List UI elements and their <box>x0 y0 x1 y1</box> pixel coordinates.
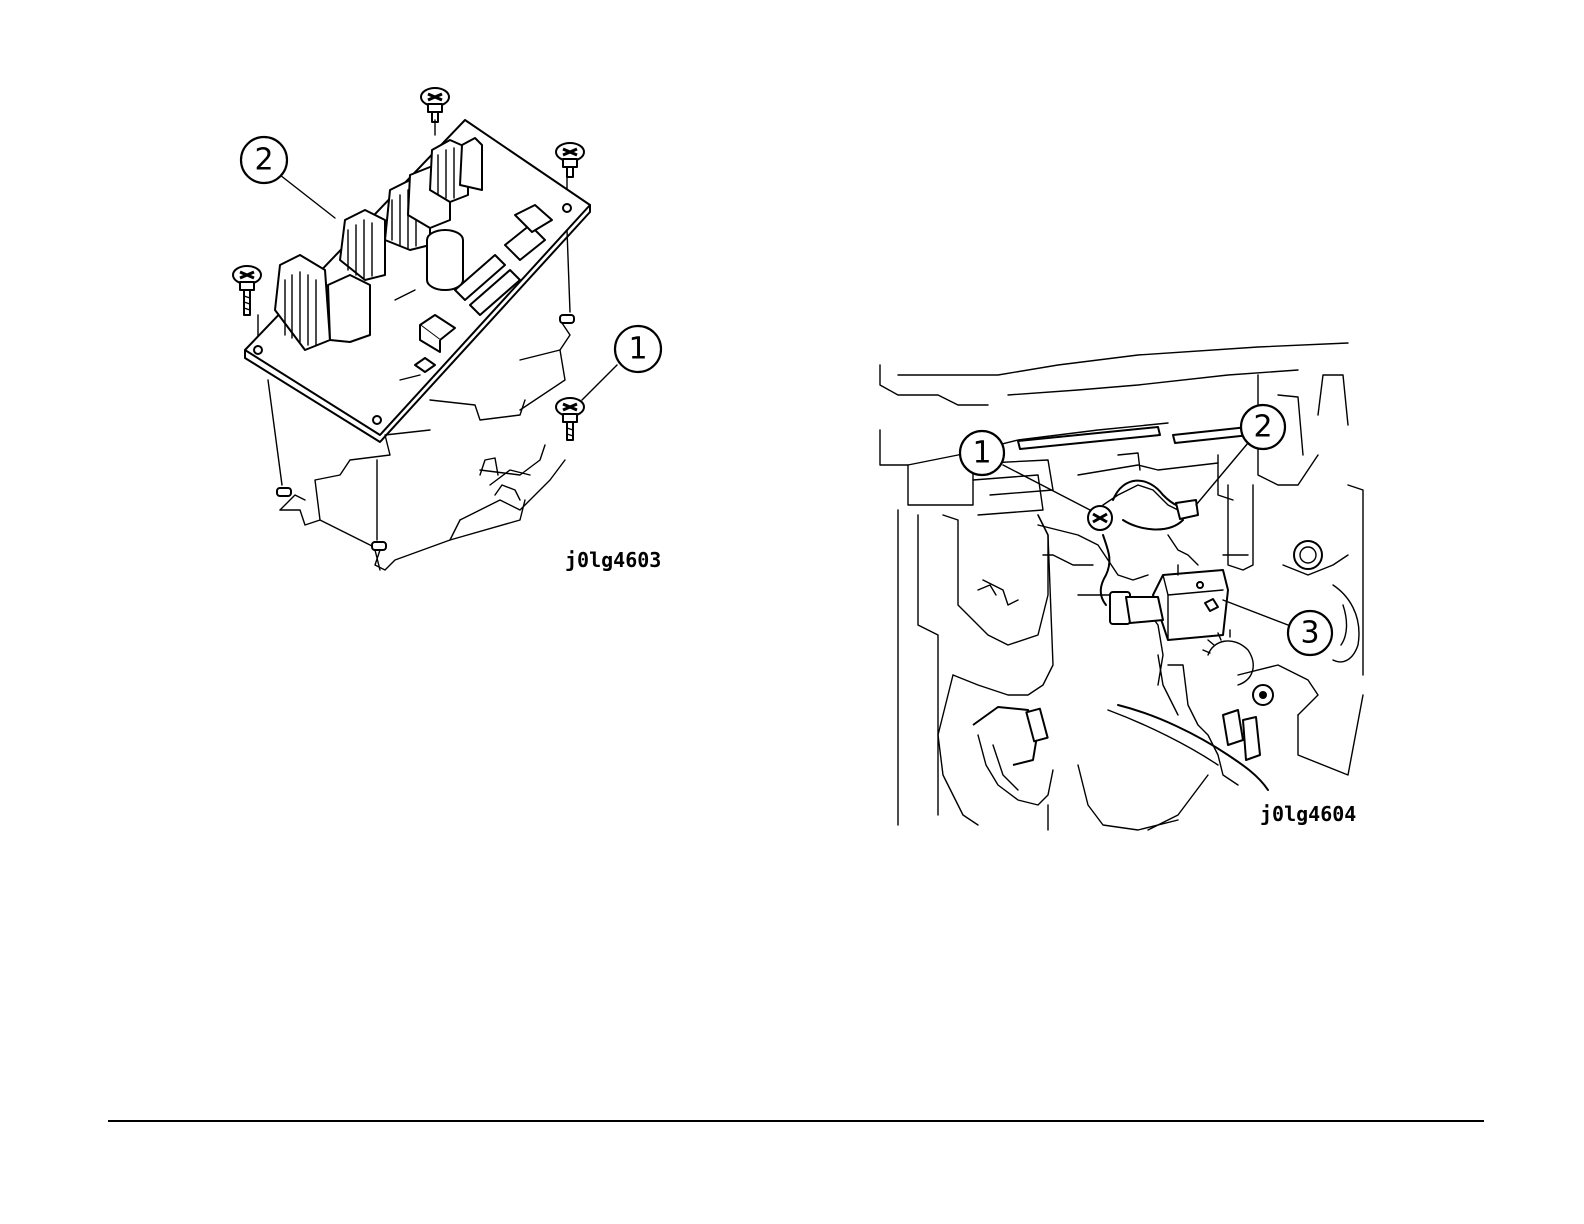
machine-interior-illustration: 1 2 3 j0lg4604 <box>878 335 1378 835</box>
pwb-board-illustration: 2 1 j0lg4603 <box>220 80 680 600</box>
center-mechanism <box>1038 481 1228 685</box>
callout-3: 3 <box>1223 600 1332 655</box>
callout-1: 1 <box>582 326 661 400</box>
callout-2: 2 <box>1196 405 1285 505</box>
circuit-board <box>245 120 590 442</box>
svg-text:1: 1 <box>972 436 991 471</box>
screw-icon <box>556 398 584 440</box>
screw-icon <box>556 143 584 177</box>
svg-text:2: 2 <box>254 143 273 178</box>
svg-text:3: 3 <box>1300 616 1319 651</box>
screw-icon <box>421 88 449 122</box>
figure-pwb-board: 2 1 j0lg4603 <box>220 80 680 600</box>
callout-2: 2 <box>241 137 335 218</box>
figure-id-label: j0lg4603 <box>565 548 661 572</box>
top-frame <box>880 343 1348 465</box>
svg-text:1: 1 <box>628 332 647 367</box>
left-housing <box>898 465 1053 825</box>
slots <box>988 427 1250 495</box>
screw-icon <box>233 266 261 315</box>
figure-id-label: j0lg4604 <box>1260 802 1356 826</box>
figure-machine-interior: 1 2 3 j0lg4604 <box>878 335 1378 835</box>
footer-rule <box>108 1120 1484 1122</box>
svg-text:2: 2 <box>1253 410 1272 445</box>
